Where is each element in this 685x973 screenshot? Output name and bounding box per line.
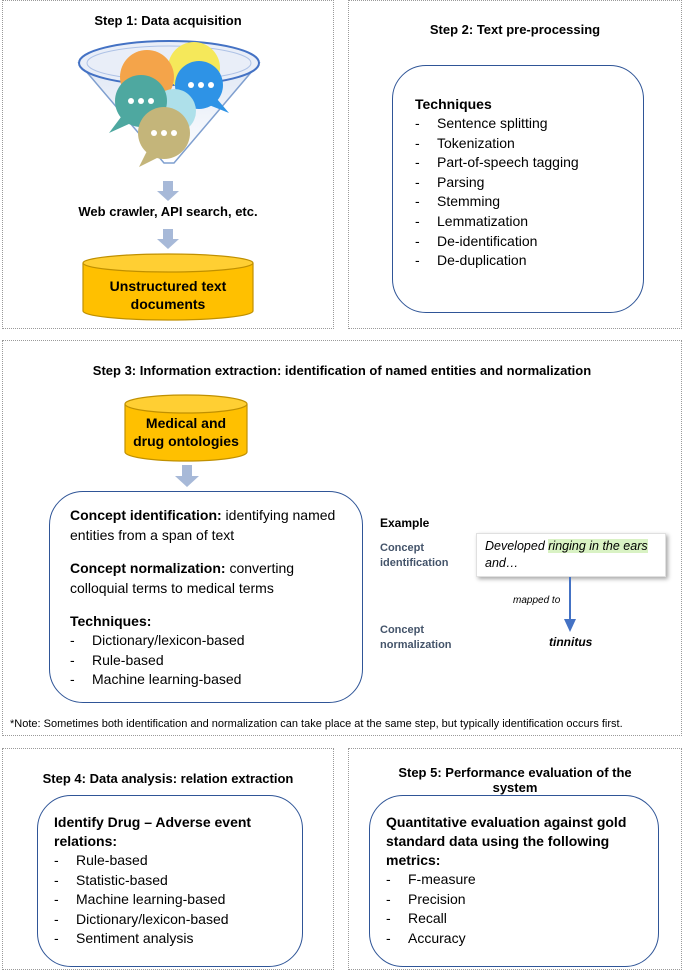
step3-panel: Step 3: Information extraction: identifi… — [2, 340, 682, 736]
concept-normalization-text: Concept normalization: converting colloq… — [70, 559, 346, 598]
mapped-arrow-icon — [564, 577, 576, 632]
step4-heading-line2: relations: — [54, 833, 118, 849]
concept-identification-bold: Concept identification: — [70, 507, 222, 523]
list-item: Tokenization — [415, 134, 643, 154]
step1-panel: Step 1: Data acquisition — [2, 0, 334, 329]
list-item: De-identification — [415, 232, 643, 252]
step5-heading-line2: standard data using the following — [386, 833, 610, 849]
list-item: Statistic-based — [54, 871, 302, 891]
list-item: Sentiment analysis — [54, 929, 302, 949]
example-normalization-label-2: normalization — [380, 639, 452, 651]
list-item: Lemmatization — [415, 212, 643, 232]
step4-heading-line1: Identify Drug – Adverse event — [54, 814, 252, 830]
list-item: Accuracy — [386, 929, 658, 949]
down-arrow-icon — [157, 229, 179, 249]
list-item: F-measure — [386, 870, 658, 890]
cylinder-label-line2: documents — [130, 296, 206, 312]
list-item: De-duplication — [415, 251, 643, 271]
cylinder-label-line1: Medical and — [145, 415, 227, 431]
list-item: Precision — [386, 890, 658, 910]
step2-techniques-box: Techniques Sentence splitting Tokenizati… — [392, 65, 644, 313]
list-item: Dictionary/lexicon-based — [70, 631, 346, 651]
down-arrow-icon — [175, 465, 199, 487]
list-item: Parsing — [415, 173, 643, 193]
concept-identification-desc: identifying named entities from a span o… — [70, 507, 336, 543]
normalized-term: tinnitus — [549, 635, 593, 649]
step3-note: *Note: Sometimes both identification and… — [10, 718, 623, 730]
cylinder-label-line2: drug ontologies — [133, 433, 239, 449]
techniques-heading: Techniques: — [70, 613, 152, 629]
concept-normalization-bold: Concept normalization: — [70, 560, 226, 576]
step4-title: Step 4: Data analysis: relation extracti… — [42, 771, 294, 786]
example-normalization-label-1: Concept — [380, 624, 424, 636]
concept-identification-text: Concept identification: identifying name… — [70, 506, 346, 545]
step1-source-label: Web crawler, API search, etc. — [78, 204, 258, 219]
list-item: Sentence splitting — [415, 114, 643, 134]
ontologies-cylinder: Medical and drug ontologies — [124, 394, 248, 462]
example-text-box: Developed ringing in the ears and… — [476, 533, 666, 577]
step4-box: Identify Drug – Adverse event relations:… — [37, 795, 303, 967]
list-item: Rule-based — [70, 651, 346, 671]
step3-title: Step 3: Information extraction: identifi… — [92, 363, 592, 378]
techniques-heading: Techniques — [415, 96, 492, 112]
list-item: Recall — [386, 909, 658, 929]
mapped-to-label: mapped to — [513, 595, 561, 606]
example-highlight: ringing in the ears — [548, 539, 648, 553]
list-item: Machine learning-based — [70, 670, 346, 690]
step2-techniques-list: Sentence splitting Tokenization Part-of-… — [415, 114, 643, 271]
unstructured-documents-cylinder: Unstructured text documents — [82, 253, 254, 321]
speech-bubbles-icon — [109, 42, 229, 167]
step5-panel: Step 5: Performance evaluation of the sy… — [348, 748, 682, 970]
step5-metrics-list: F-measure Precision Recall Accuracy — [386, 870, 658, 948]
step5-box: Quantitative evaluation against gold sta… — [369, 795, 659, 967]
step5-heading-line3: metrics: — [386, 852, 441, 868]
list-item: Machine learning-based — [54, 890, 302, 910]
step3-techniques-list: Dictionary/lexicon-based Rule-based Mach… — [70, 631, 346, 690]
list-item: Part-of-speech tagging — [415, 153, 643, 173]
step1-title: Step 1: Data acquisition — [94, 13, 242, 28]
example-identification-label-2: identification — [380, 557, 449, 569]
funnel-icon — [77, 40, 261, 167]
example-text-after: and… — [485, 556, 519, 570]
step2-title: Step 2: Text pre-processing — [429, 22, 601, 37]
list-item: Stemming — [415, 192, 643, 212]
concept-normalization-desc: converting colloquial terms to medical t… — [70, 560, 295, 596]
step4-techniques-list: Rule-based Statistic-based Machine learn… — [54, 851, 302, 949]
step5-title-line1: Step 5: Performance evaluation of the — [398, 765, 632, 780]
list-item: Rule-based — [54, 851, 302, 871]
example-heading: Example — [380, 516, 430, 530]
step2-panel: Step 2: Text pre-processing Techniques S… — [348, 0, 682, 329]
step5-title-line2: system — [492, 780, 538, 795]
step5-heading-line1: Quantitative evaluation against gold — [386, 814, 627, 830]
concept-box: Concept identification: identifying name… — [49, 491, 363, 703]
example-text-before: Developed — [485, 539, 549, 553]
example-identification-label-1: Concept — [380, 542, 424, 554]
step4-panel: Step 4: Data analysis: relation extracti… — [2, 748, 334, 970]
down-arrow-icon — [157, 181, 179, 201]
list-item: Dictionary/lexicon-based — [54, 910, 302, 930]
cylinder-label-line1: Unstructured text — [109, 278, 227, 294]
